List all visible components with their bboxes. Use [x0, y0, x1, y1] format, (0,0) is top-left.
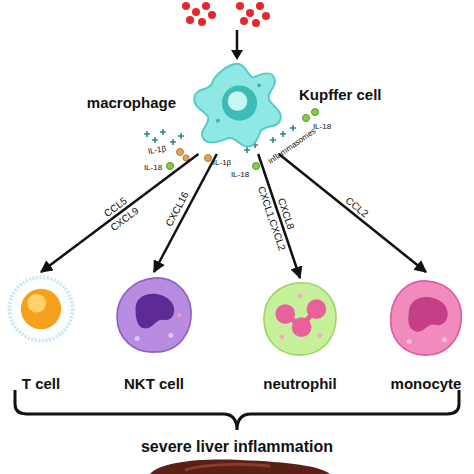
cell-outline — [180, 56, 295, 154]
red-dot — [256, 2, 264, 10]
chemokine-label: CCL2 — [337, 188, 378, 225]
il18-symbol — [167, 163, 174, 170]
cytokine-label: IL-18 — [231, 170, 249, 179]
immune-cell: monocyte — [384, 272, 468, 364]
immune-cell: NKT cell — [112, 272, 196, 358]
granule — [280, 335, 285, 340]
cytokine-label: IL-18 — [144, 163, 162, 172]
red-dot — [208, 11, 216, 19]
red-dot — [240, 17, 248, 25]
nucleus-lobe — [307, 299, 327, 319]
cell-nucleus — [136, 294, 175, 329]
liver-highlight — [185, 464, 270, 470]
cell-nucleus — [21, 289, 61, 329]
chemokine-label: CXCL8 CXCL1,CXCL2 — [253, 175, 306, 257]
chemokine-label: CXCL16 — [159, 183, 196, 234]
red-dot — [186, 16, 194, 24]
cell-label: T cell — [22, 375, 60, 392]
cell-label: neutrophil — [263, 375, 336, 392]
granule — [177, 313, 181, 317]
cell-nucleus — [222, 85, 257, 120]
cell-outline — [5, 272, 77, 346]
cell-outline — [258, 278, 342, 360]
il1b-symbol — [177, 149, 184, 156]
red-dot — [198, 18, 206, 26]
granule — [298, 294, 303, 299]
cell-label: monocyte — [391, 375, 462, 392]
stimulus-arrowhead — [231, 50, 243, 60]
chemokine-label: CCL5 CXCL9 — [92, 187, 147, 239]
tcell-body — [9, 277, 72, 340]
immune-cell: neutrophil — [258, 278, 342, 360]
cell-label: Kupffer cell — [299, 86, 382, 103]
granule — [317, 333, 322, 338]
il18-symbol — [312, 109, 319, 116]
il1b-symbol — [205, 155, 212, 162]
granule — [407, 339, 412, 344]
chemokine-symbol — [144, 129, 166, 143]
cell-nucleus — [408, 297, 447, 332]
granule — [257, 83, 261, 87]
red-dot — [236, 2, 244, 10]
arrow-connector — [154, 154, 217, 272]
nucleus-lobe — [275, 304, 295, 324]
granule — [216, 119, 220, 123]
cell-label: NKT cell — [124, 375, 184, 392]
il1b-symbol — [183, 155, 189, 161]
cytokine-label: IL-1β — [147, 144, 167, 156]
cytokine-label: IL-1β — [213, 158, 231, 167]
nucleus-lobe — [292, 317, 312, 337]
granule — [168, 333, 173, 338]
cell-outline — [112, 272, 196, 358]
nucleus-highlight — [27, 294, 46, 313]
stimulus-arrow — [236, 30, 239, 52]
red-dot — [182, 2, 190, 10]
red-dot — [192, 8, 200, 16]
cell-outline — [384, 272, 468, 364]
nkt-body — [117, 278, 191, 352]
cytokine-label: inflammasomes — [266, 126, 317, 166]
cell-label: macrophage — [87, 94, 176, 111]
red-dot — [252, 19, 260, 27]
nucleus-highlight — [228, 91, 248, 111]
neutrophil-body — [264, 283, 336, 355]
cytokine-label: IL-18 — [313, 122, 331, 131]
liver-illustration — [150, 460, 330, 474]
chemokine-symbol — [170, 133, 184, 145]
arrow-connector — [41, 154, 198, 272]
liver-shape — [150, 460, 330, 474]
il18-symbol — [253, 163, 260, 170]
macrophage-body — [194, 64, 281, 147]
il18-symbol — [303, 115, 310, 122]
red-dot — [262, 12, 270, 20]
outcome-label: severe liver inflammation — [141, 438, 333, 456]
monocyte-body — [391, 281, 462, 355]
grouping-bracket — [15, 390, 459, 430]
immune-cell: T cell — [5, 272, 77, 346]
granule — [135, 336, 140, 341]
macrophage-cell: macrophageKupffer cell — [180, 56, 295, 154]
pathogen-dots — [182, 2, 270, 27]
red-dot — [246, 9, 254, 17]
granule — [442, 337, 447, 342]
arrow-connector — [279, 154, 426, 272]
red-dot — [202, 2, 210, 10]
